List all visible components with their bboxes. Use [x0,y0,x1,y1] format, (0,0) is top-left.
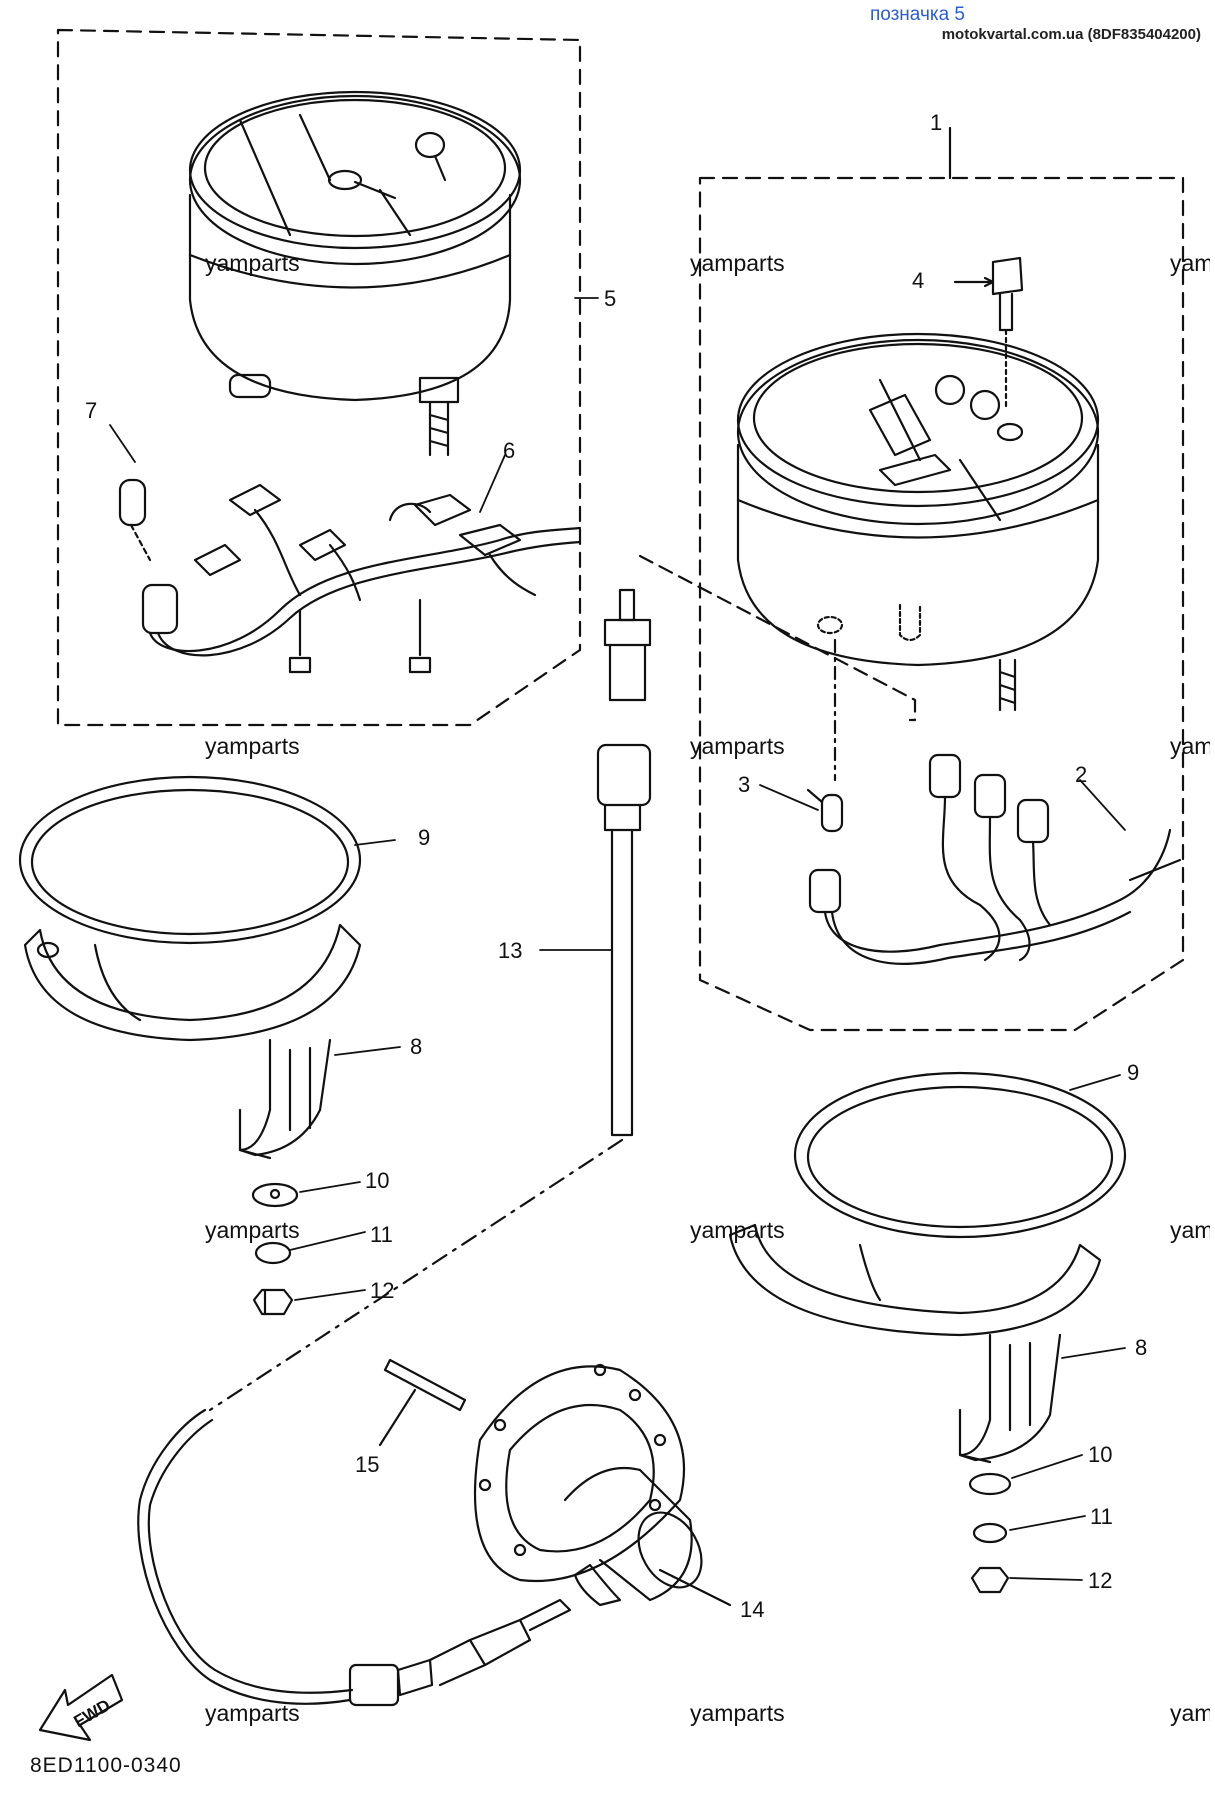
callout-1: 1 [930,110,943,135]
link-label[interactable]: позначка 5 [869,4,965,25]
callout-5: 5 [604,286,617,311]
callout-8: 8 [410,1034,423,1059]
callout-14: 14 [740,1597,765,1622]
gear-unit-14 [474,1363,732,1607]
callout-12: 12 [370,1278,395,1303]
watermark: yamparts [1170,733,1210,759]
callout-11: 11 [1090,1504,1113,1529]
speedometer-group-outline [698,176,1185,1032]
fwd-arrow-icon [38,1673,124,1742]
callout-10: 10 [1088,1442,1113,1467]
callout-7: 7 [85,398,98,423]
tachometer-bulb-7 [118,478,152,562]
source-text: motokvartal.com.ua (8DF835404200) [941,26,1201,43]
callout-9: 9 [418,825,431,850]
callout-9: 9 [1127,1060,1140,1085]
tachometer-group-outline [56,28,582,727]
callout-leaders [109,297,1126,1581]
callout-6: 6 [503,438,516,463]
callout-10: 10 [365,1168,390,1193]
watermark: yamparts [1170,1700,1210,1726]
watermark: yamparts [1170,1217,1210,1243]
callout-11: 11 [370,1222,393,1247]
callout-12: 12 [1088,1568,1113,1593]
watermark: yamparts [690,250,785,276]
watermark: yamparts [690,1700,785,1726]
speedometer-body [736,332,1100,712]
watermark: yamparts [1170,250,1210,276]
callout-4: 4 [912,268,925,293]
callout-15: 15 [355,1452,380,1477]
speedometer-bulb-3 [806,788,844,833]
callout-13: 13 [498,938,523,963]
trip-knob-4 [953,256,1024,412]
speedometer-group [638,126,1185,1032]
speedometer-cable-13 [137,588,652,1707]
watermark: yamparts [205,1700,300,1726]
watermark: yamparts [690,1217,785,1243]
watermark: yamparts [205,250,300,276]
fwd-label: FWD [71,1696,114,1732]
tachometer-body [188,90,522,457]
callout-2: 2 [1075,762,1088,787]
callout-8: 8 [1135,1335,1148,1360]
watermark: yamparts [690,733,785,759]
tachometer-group [56,28,582,727]
watermark: yamparts [205,733,300,759]
speedometer-harness-2 [808,753,1182,965]
callout-3: 3 [738,772,751,797]
right-bracket [728,1071,1127,1594]
left-bracket [18,775,362,1316]
tachometer-harness-6 [141,483,582,674]
watermark: yamparts [205,1217,300,1243]
pin-15 [378,1358,467,1447]
diagram-code: 8ED1100-0340 [30,1754,182,1777]
